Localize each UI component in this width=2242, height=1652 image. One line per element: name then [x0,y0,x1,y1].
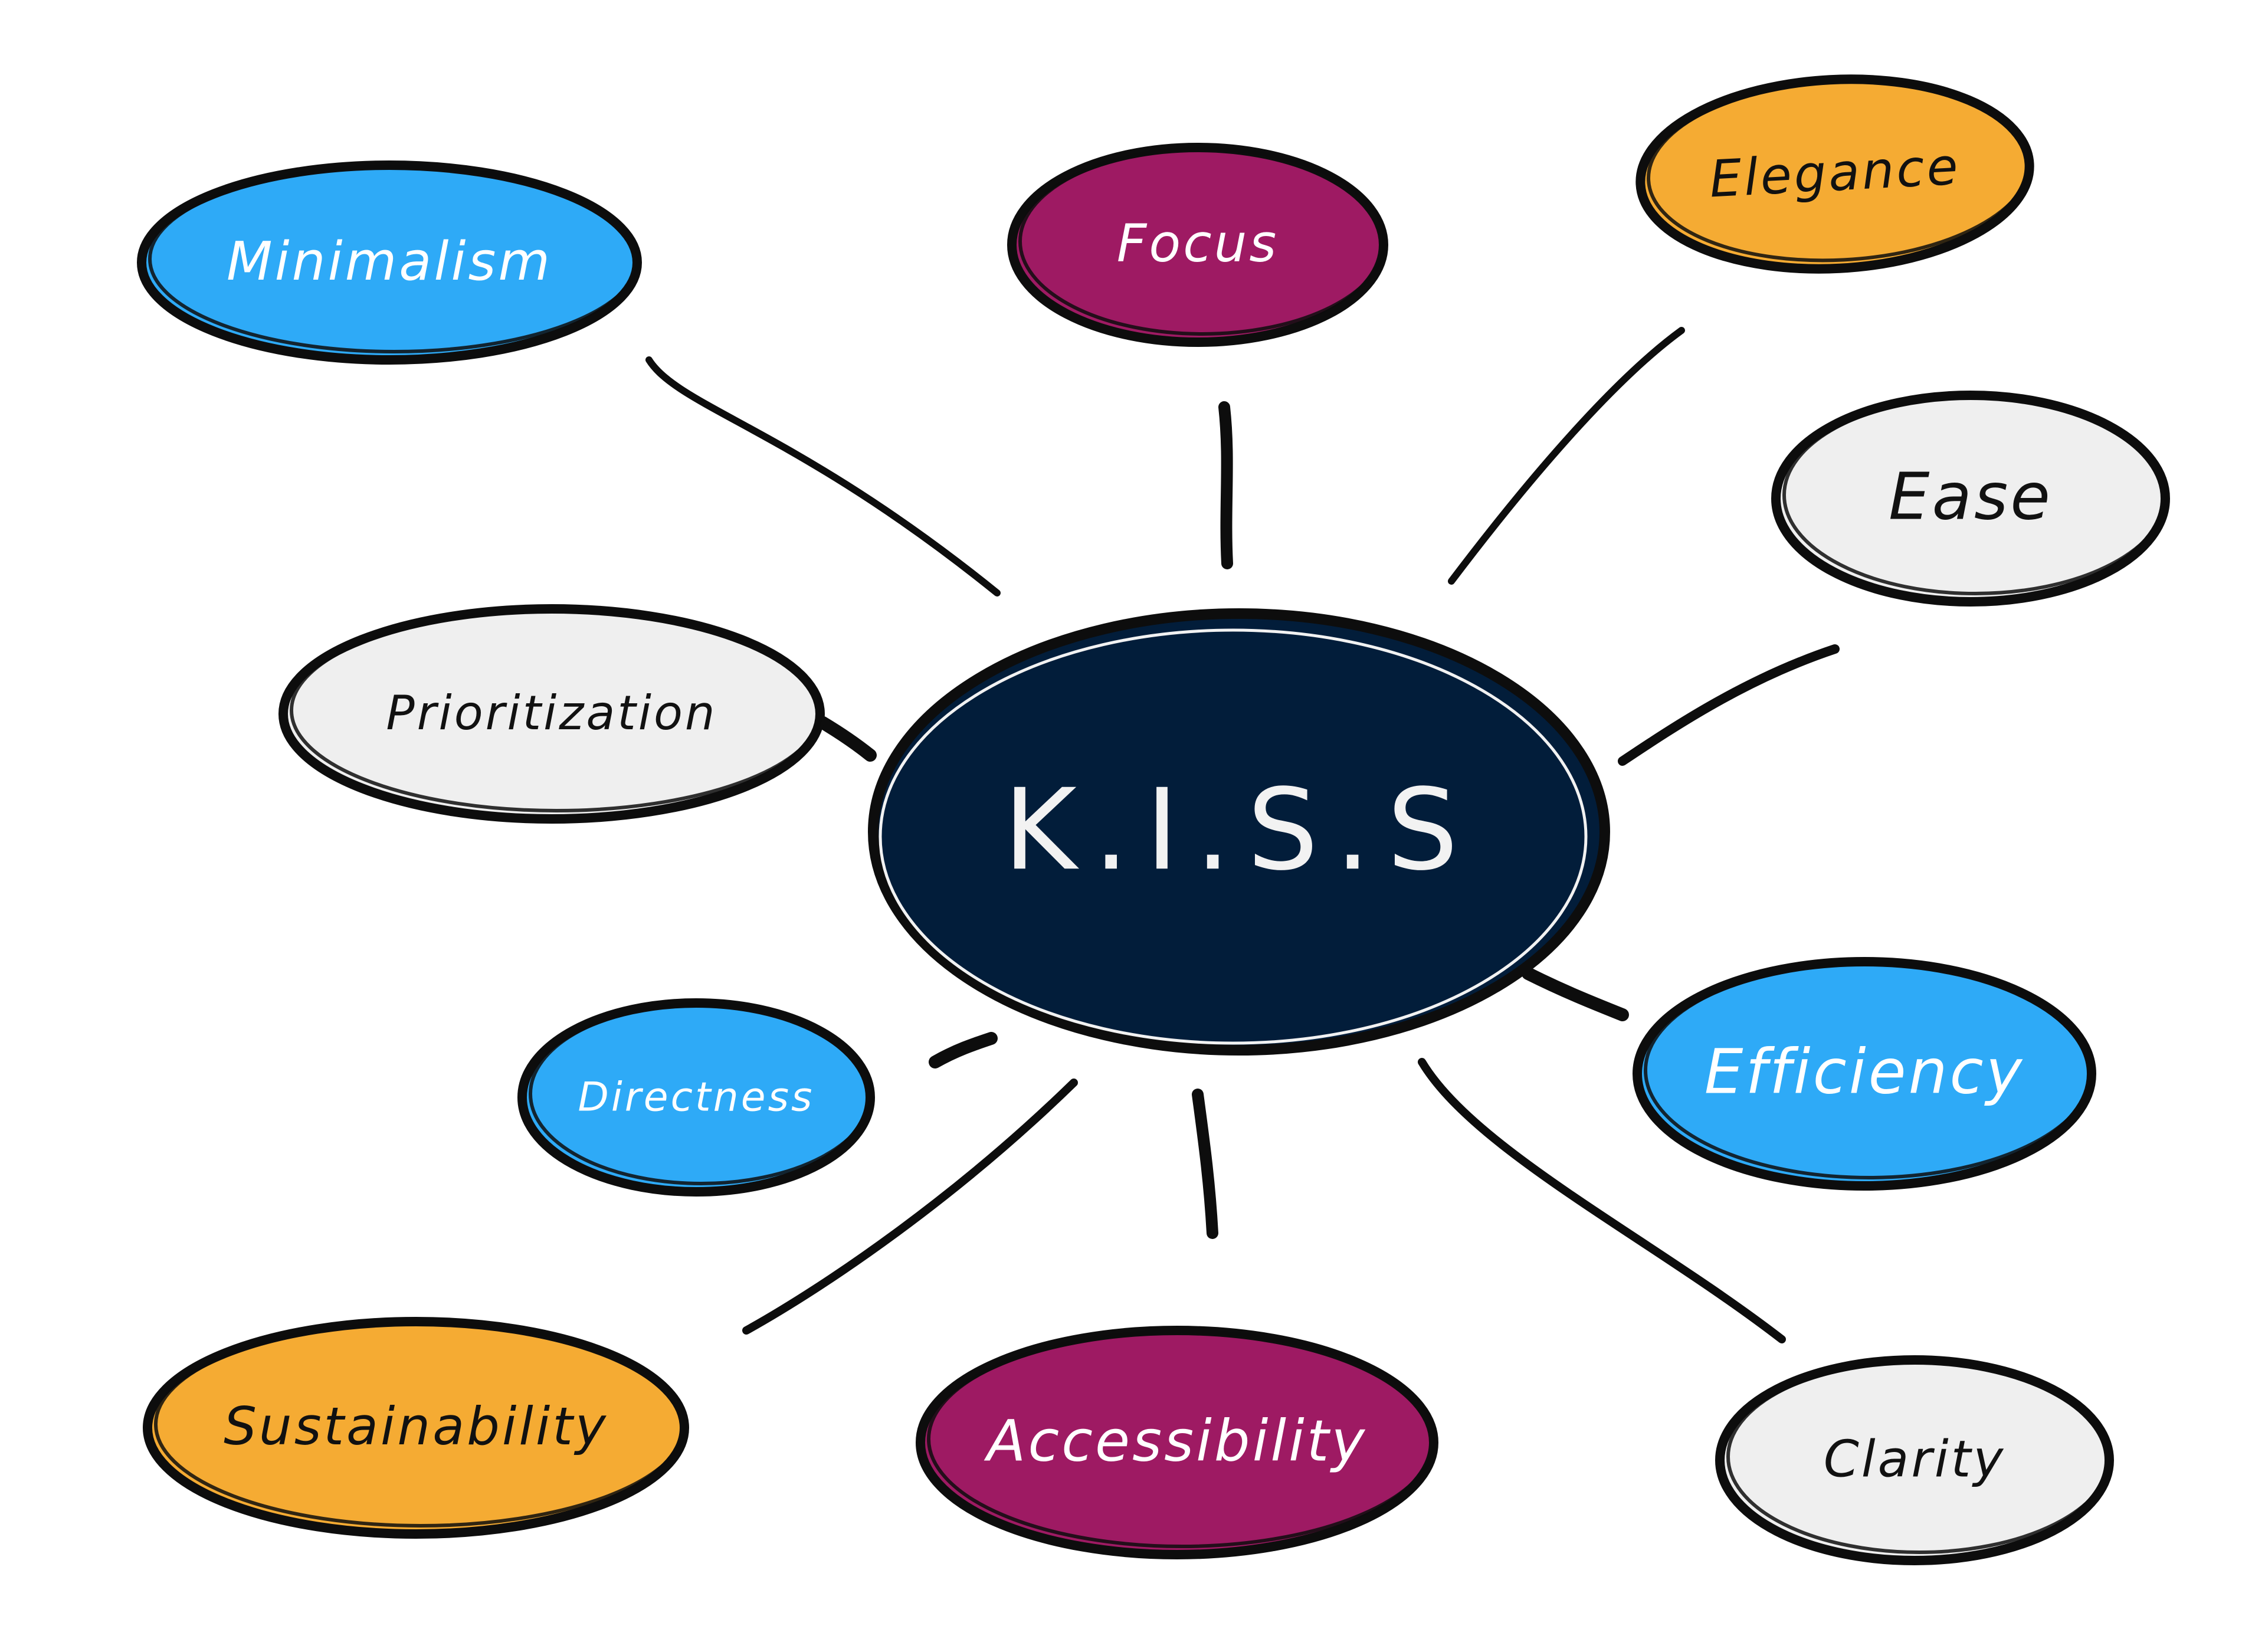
connector-lines [645,327,1840,1343]
node-directness-fill [522,1003,870,1192]
central-concept: K.I.S.S [868,608,1610,1056]
node-prioritization-sketch-stroke [290,608,823,812]
connector-clarity [1418,1058,1786,1343]
node-elegance-label: Elegance [1708,137,1962,209]
node-elegance-sketch-stroke [1647,78,2033,263]
node-sustainability-fill [148,1322,684,1534]
node-focus: Focus [1007,143,1388,347]
connector-prioritization [817,716,877,762]
center-outline [868,608,1610,1056]
concept-nodes: Minimalism Focus EleganceEasePrioritizatio… [137,74,2170,1565]
connector-directness [929,1032,998,1068]
node-efficiency-fill [1637,962,2092,1186]
node-prioritization-fill [283,609,820,819]
node-ease-fill [1776,395,2165,602]
center-label: K.I.S.S [1003,765,1474,895]
connector-accessibility [1192,1089,1218,1239]
connector-sustainability [742,1079,1078,1335]
node-sustainability-label: Sustainability [224,1396,608,1457]
node-directness-label: Directness [578,1074,815,1121]
center-inner-ring [879,628,1588,1045]
node-efficiency: Efficiency [1633,957,2096,1191]
connector-ease [1618,644,1840,766]
node-sustainability: Sustainability [143,1317,689,1539]
connector-efficiency [1522,967,1629,1021]
node-clarity-sketch-stroke [1726,1359,2112,1554]
connector-minimalism [645,356,1001,596]
node-accessibility-sketch-stroke [927,1330,1437,1548]
node-elegance: Elegance [1635,74,2034,274]
node-clarity: Clarity [1715,1355,2114,1565]
node-sustainability-sketch-stroke [154,1321,687,1528]
node-accessibility: Accessibility [916,1326,1438,1559]
node-minimalism: Minimalism [137,160,642,365]
node-minimalism-sketch-stroke [148,165,640,353]
node-efficiency-sketch-stroke [1644,961,2094,1179]
node-elegance-fill [1640,79,2030,269]
node-directness: Directness [517,998,875,1197]
node-prioritization-label: Prioritization [386,686,717,740]
node-focus-sketch-stroke [1018,147,1386,336]
node-clarity-fill [1720,1360,2109,1561]
node-ease-label: Ease [1889,458,2053,534]
node-clarity-label: Clarity [1824,1430,2006,1489]
node-accessibility-label: Accessibility [984,1408,1367,1474]
node-directness-sketch-stroke [529,1002,873,1185]
node-minimalism-fill [142,165,637,360]
node-ease-sketch-stroke [1782,395,2168,595]
node-prioritization: Prioritization [278,604,825,824]
center-fill [873,614,1605,1050]
connector-elegance [1448,327,1685,585]
node-minimalism-label: Minimalism [227,231,552,293]
node-ease: Ease [1771,391,2170,607]
node-focus-label: Focus [1117,213,1279,274]
node-efficiency-label: Efficiency [1705,1035,2025,1107]
connector-focus [1218,401,1233,569]
node-focus-fill [1012,148,1384,342]
node-accessibility-fill [920,1330,1434,1555]
